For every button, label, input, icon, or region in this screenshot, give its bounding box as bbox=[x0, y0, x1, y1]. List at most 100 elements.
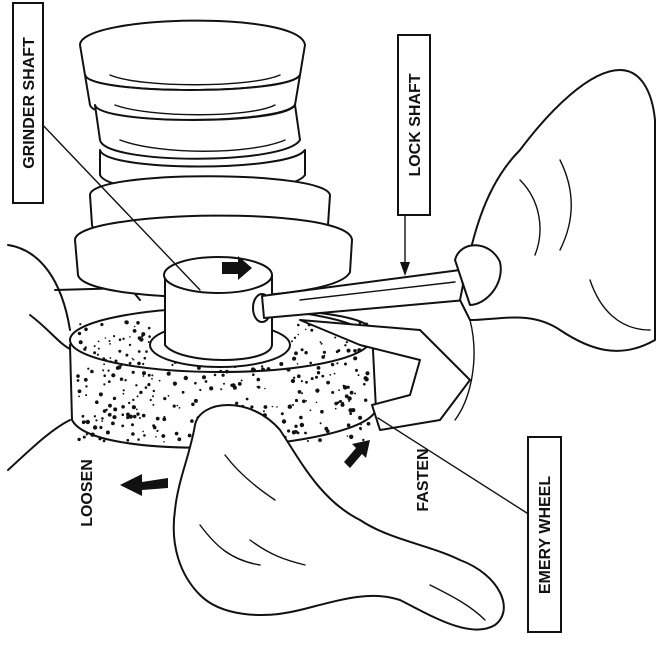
grit-speck bbox=[263, 410, 265, 412]
grit-speck bbox=[152, 404, 154, 406]
grit-speck bbox=[267, 367, 271, 371]
grit-speck bbox=[257, 386, 260, 389]
grit-speck bbox=[317, 371, 320, 374]
grit-speck bbox=[295, 399, 298, 402]
grit-speck bbox=[85, 385, 87, 387]
grit-speck bbox=[101, 417, 104, 420]
grit-speck bbox=[171, 364, 173, 366]
fasten-arrow bbox=[344, 440, 370, 468]
grit-speck bbox=[136, 412, 139, 415]
grit-speck bbox=[150, 399, 152, 401]
grit-speck bbox=[220, 388, 222, 390]
grit-speck bbox=[115, 360, 118, 363]
grit-speck bbox=[365, 371, 369, 375]
grit-speck bbox=[311, 377, 314, 380]
grit-speck bbox=[321, 375, 324, 378]
grit-speck bbox=[320, 341, 322, 343]
grit-speck bbox=[132, 371, 135, 374]
grit-speck bbox=[343, 385, 345, 387]
grit-speck bbox=[331, 363, 334, 366]
grit-speck bbox=[126, 439, 129, 442]
grit-speck bbox=[326, 429, 330, 433]
grit-speck bbox=[291, 379, 295, 383]
grit-speck bbox=[111, 422, 115, 426]
grit-speck bbox=[223, 383, 225, 385]
grit-speck bbox=[347, 396, 351, 400]
grit-speck bbox=[331, 391, 334, 394]
grit-speck bbox=[133, 415, 137, 419]
grit-speck bbox=[307, 440, 309, 442]
grit-speck bbox=[335, 408, 337, 410]
grit-speck bbox=[120, 378, 123, 381]
grit-speck bbox=[148, 374, 151, 377]
grit-speck bbox=[233, 386, 237, 390]
grit-speck bbox=[238, 382, 242, 386]
grit-speck bbox=[326, 381, 330, 385]
grit-speck bbox=[324, 355, 326, 357]
grit-speck bbox=[305, 381, 308, 384]
grit-speck bbox=[79, 323, 81, 325]
grit-speck bbox=[136, 321, 140, 325]
grit-speck bbox=[199, 389, 201, 391]
grit-speck bbox=[94, 415, 96, 417]
grit-speck bbox=[336, 362, 338, 364]
grit-speck bbox=[159, 380, 161, 382]
grit-speck bbox=[281, 412, 284, 415]
grit-speck bbox=[318, 438, 322, 442]
grit-speck bbox=[301, 348, 304, 351]
grit-speck bbox=[136, 409, 138, 411]
grit-speck bbox=[225, 370, 229, 374]
grit-speck bbox=[364, 376, 368, 380]
grit-speck bbox=[153, 390, 155, 392]
grit-speck bbox=[353, 356, 357, 360]
grit-speck bbox=[139, 417, 141, 419]
grit-speck bbox=[101, 420, 103, 422]
grit-speck bbox=[347, 349, 351, 353]
grit-speck bbox=[292, 404, 294, 406]
grit-speck bbox=[209, 386, 213, 390]
grit-speck bbox=[86, 420, 90, 424]
grit-speck bbox=[113, 335, 115, 337]
grit-speck bbox=[152, 395, 154, 397]
grit-speck bbox=[297, 324, 300, 327]
grit-speck bbox=[350, 391, 354, 395]
grit-speck bbox=[90, 433, 94, 437]
grit-speck bbox=[86, 433, 88, 435]
grit-speck bbox=[78, 332, 81, 335]
grit-speck bbox=[188, 434, 192, 438]
grit-speck bbox=[76, 374, 80, 378]
grit-speck bbox=[103, 374, 106, 377]
grit-speck bbox=[214, 374, 217, 377]
grit-speck bbox=[297, 374, 301, 378]
grit-speck bbox=[143, 375, 145, 377]
grit-speck bbox=[110, 361, 112, 363]
grit-speck bbox=[175, 432, 179, 436]
grit-speck bbox=[151, 374, 153, 376]
grit-speck bbox=[298, 334, 300, 336]
lock-shaft-leader-arrowhead bbox=[400, 262, 410, 276]
grit-speck bbox=[122, 338, 124, 340]
grit-speck bbox=[122, 413, 125, 416]
grit-speck bbox=[94, 345, 96, 347]
grit-speck bbox=[138, 350, 141, 353]
grit-speck bbox=[93, 351, 96, 354]
fasten-label: FASTEN bbox=[415, 448, 432, 511]
grit-speck bbox=[357, 348, 361, 352]
loosen-arrow bbox=[120, 474, 168, 496]
grit-speck bbox=[110, 357, 112, 359]
grit-speck bbox=[251, 367, 255, 371]
grit-speck bbox=[125, 320, 129, 324]
grit-speck bbox=[173, 382, 177, 386]
grit-speck bbox=[98, 348, 100, 350]
grit-speck bbox=[329, 374, 331, 376]
grit-speck bbox=[125, 354, 128, 357]
grit-speck bbox=[321, 343, 323, 345]
grit-speck bbox=[294, 351, 298, 355]
grit-speck bbox=[83, 436, 86, 439]
grit-speck bbox=[310, 409, 312, 411]
grit-speck bbox=[129, 362, 132, 365]
grit-speck bbox=[320, 422, 322, 424]
grit-speck bbox=[261, 365, 263, 367]
grit-speck bbox=[106, 431, 110, 435]
